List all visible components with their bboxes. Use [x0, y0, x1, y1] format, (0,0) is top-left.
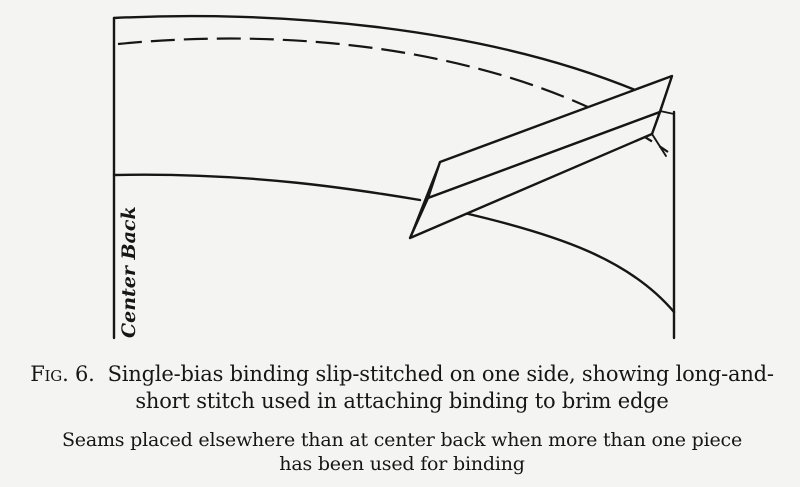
caption-line-2: short stitch used in attaching binding t…	[135, 389, 669, 413]
binding-tail	[651, 133, 667, 157]
caption-text-1: Single-bias binding slip-stitched on one…	[107, 362, 774, 386]
note-line-2: has been used for binding	[279, 453, 525, 475]
outer-brim-edge	[112, 14, 642, 94]
lower-brim-edge	[458, 210, 676, 314]
figure-caption: Fig. 6. Single-bias binding slip-stitche…	[20, 361, 784, 415]
caption-line-1: Fig. 6. Single-bias binding slip-stitche…	[20, 361, 784, 388]
binding-end	[651, 75, 673, 135]
figure-note: Seams placed elsewhere than at center ba…	[20, 428, 784, 476]
brim-diagram: Center Back	[112, 14, 676, 340]
figure-label: Fig. 6.	[30, 362, 95, 386]
note-line-1: Seams placed elsewhere than at center ba…	[61, 429, 742, 451]
inner-brim-edge	[112, 173, 422, 202]
center-back-label: Center Back	[118, 206, 140, 338]
binding-edge	[409, 161, 441, 239]
stitch-line	[117, 37, 669, 153]
